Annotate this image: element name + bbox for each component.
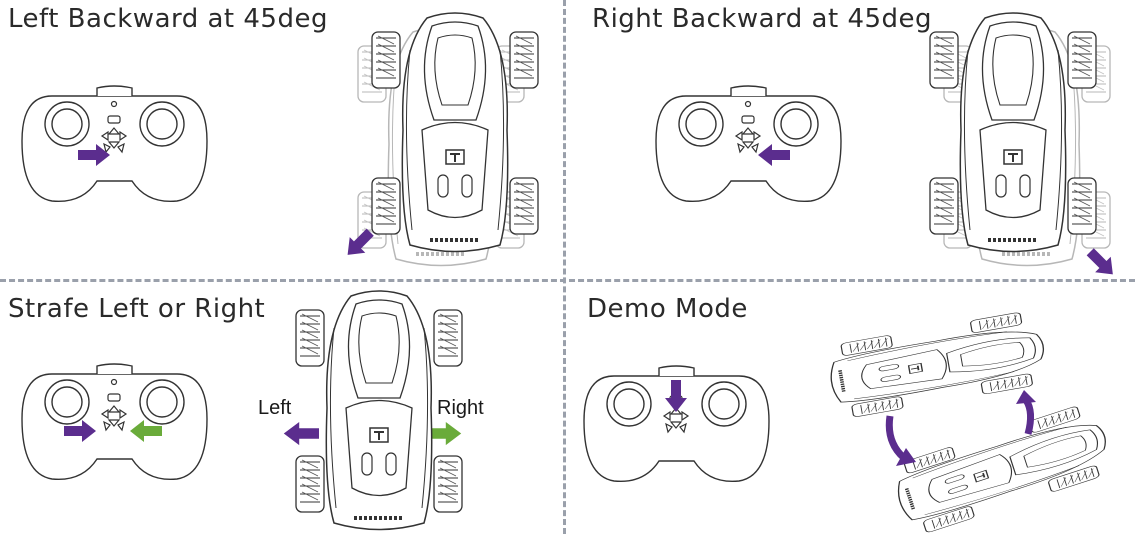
car-perspective-top [845, 320, 1025, 410]
remote-controller-icon [583, 365, 770, 483]
vertical-divider [563, 0, 566, 534]
car-top-view-icon [296, 288, 466, 538]
panel-title-right-backward: Right Backward at 45deg [592, 4, 933, 34]
panel-title-strafe: Strafe Left or Right [8, 294, 266, 324]
direction-arrow-icon [339, 224, 378, 263]
panel-title-demo: Demo Mode [587, 294, 748, 324]
horizontal-divider [0, 279, 1135, 282]
panel-title-left-backward: Left Backward at 45deg [8, 4, 328, 34]
remote-controller-icon [655, 85, 842, 203]
rotate-arrow-icon [1016, 390, 1036, 435]
car-perspective-bottom [910, 420, 1090, 520]
strafe-right-label: Right [437, 397, 484, 419]
rotate-arrow-icon [885, 415, 916, 466]
remote-controller-icon [21, 85, 208, 203]
direction-arrow-icon [1082, 244, 1121, 283]
strafe-left-label: Left [258, 397, 292, 419]
remote-controller-icon [21, 363, 208, 481]
car-top-view-icon [372, 10, 542, 260]
car-top-view-icon [930, 10, 1100, 260]
